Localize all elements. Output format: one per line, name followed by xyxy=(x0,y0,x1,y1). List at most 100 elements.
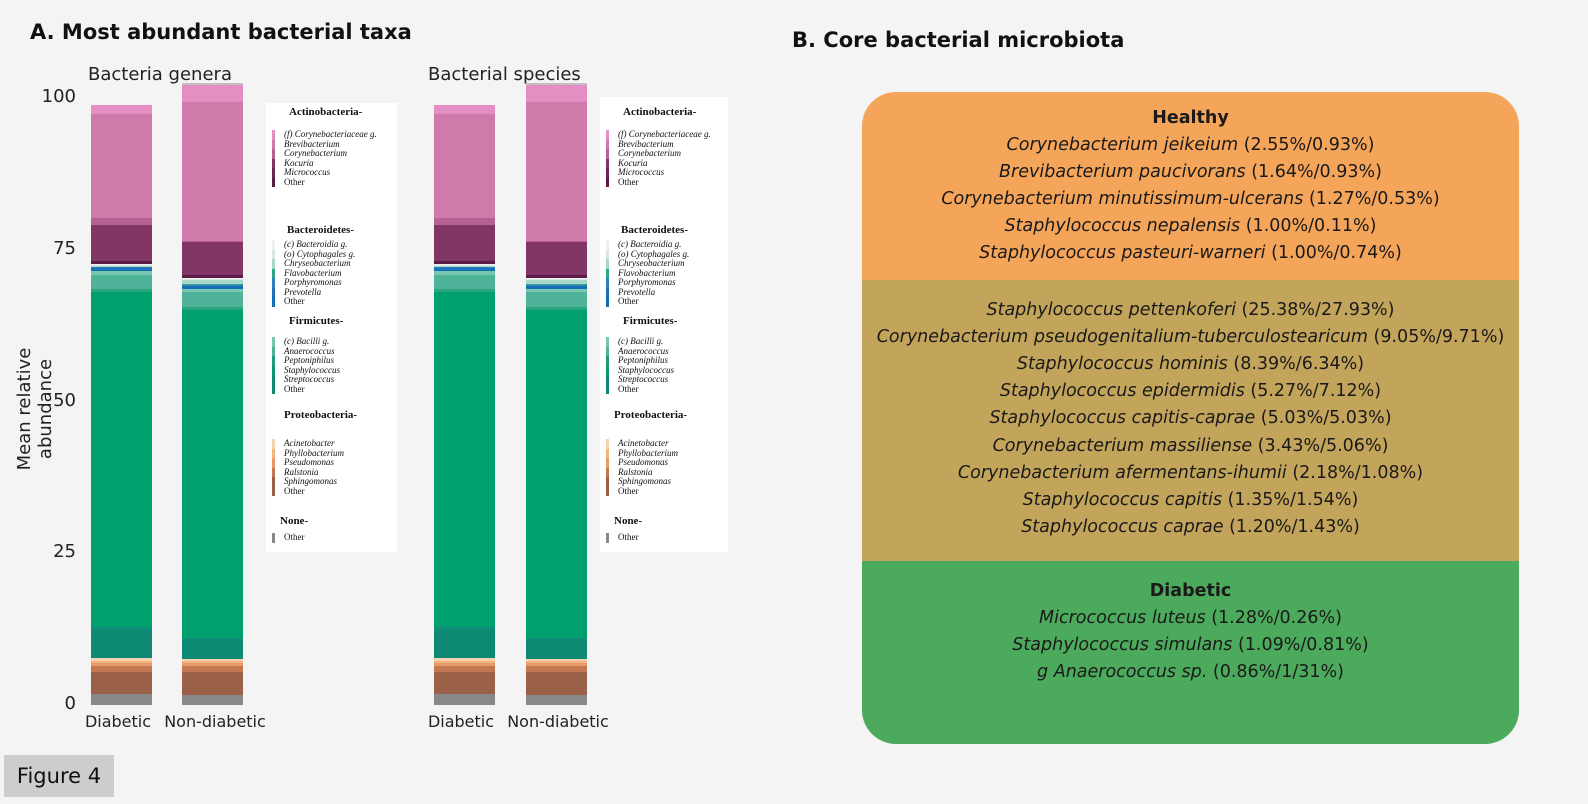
bar-segment xyxy=(526,671,587,696)
legend-swatch xyxy=(272,249,275,259)
bar-segment xyxy=(526,306,587,310)
legend-swatch xyxy=(272,297,275,307)
legend-item: Other xyxy=(618,485,639,496)
abundance-value: (1.00%/0.74%) xyxy=(1265,243,1402,264)
legend-item: Micrococcus xyxy=(284,167,331,177)
bar-segment xyxy=(91,265,152,267)
legend-genera: Actinobacteria-(f) Corynebacteriaceae g.… xyxy=(266,103,397,552)
abundance-value: (8.39%/6.34%) xyxy=(1227,354,1365,375)
legend-swatch xyxy=(272,365,275,375)
bar-segment xyxy=(434,666,495,673)
species-name: Staphylococcus epidermidis xyxy=(999,381,1245,402)
abundance-value: (1.00%/0.11%) xyxy=(1240,216,1377,237)
species-subtitle: Bacterial species xyxy=(428,64,581,85)
abundance-value: (2.18%/1.08%) xyxy=(1286,462,1424,483)
legend-group-heading: Firmicutes- xyxy=(623,315,678,327)
abundance-value: (5.27%/7.12%) xyxy=(1244,381,1382,402)
legend-swatch xyxy=(606,477,609,487)
legend-swatch xyxy=(272,346,275,356)
core-species-line: Brevibacterium paucivorans (1.64%/0.93%) xyxy=(862,162,1519,182)
abundance-value: (1.27%/0.53%) xyxy=(1303,189,1440,210)
species-name: g Anaerococcus sp. xyxy=(1037,662,1208,683)
core-species-line: Corynebacterium pseudogenitalium-tubercu… xyxy=(862,327,1519,347)
bar-segment xyxy=(434,275,495,289)
legend-swatch xyxy=(606,130,609,140)
bar-segment xyxy=(91,672,152,695)
legend-swatch xyxy=(606,346,609,356)
legend-swatch xyxy=(272,384,275,394)
legend-item: Other xyxy=(284,383,305,394)
bar-segment xyxy=(526,309,587,638)
legend-swatch xyxy=(272,130,275,140)
legend-species: Actinobacteria-(f) Corynebacteriaceae g.… xyxy=(600,97,728,552)
abundance-value: (9.05%/9.71%) xyxy=(1367,327,1505,348)
bar-segment xyxy=(91,264,152,266)
legend-swatch xyxy=(272,486,275,496)
bar-segment xyxy=(91,261,152,265)
bar-segment xyxy=(182,275,243,279)
panel-b-title: B. Core bacterial microbiota xyxy=(792,28,1125,52)
bar-segment xyxy=(526,82,587,85)
x-label-nondiabetic-species: Non-diabetic xyxy=(507,712,609,731)
species-name: Staphylococcus simulans xyxy=(1012,635,1233,656)
legend-item: Sphingomonas xyxy=(618,476,672,486)
legend-item: Kocuria xyxy=(618,157,648,168)
legend-swatch xyxy=(606,149,609,159)
bar-segment xyxy=(182,306,243,310)
bar-segment xyxy=(91,666,152,673)
legend-swatch xyxy=(272,533,275,543)
legend-swatch xyxy=(606,533,609,543)
bar-segment xyxy=(182,284,243,287)
genera-subtitle: Bacteria genera xyxy=(88,64,232,85)
bar-segment xyxy=(434,663,495,667)
legend-swatch xyxy=(606,139,609,149)
bar-segment xyxy=(91,104,152,114)
legend-swatch xyxy=(606,439,609,449)
bar-segment xyxy=(182,241,243,243)
species-name: Staphylococcus pettenkoferi xyxy=(986,300,1236,320)
abundance-value: (1.64%/0.93%) xyxy=(1245,162,1382,183)
legend-swatch xyxy=(606,458,609,468)
bar-segment xyxy=(182,661,243,664)
legend-swatch xyxy=(606,375,609,385)
legend-swatch xyxy=(272,139,275,149)
legend-item: Acinetobacter xyxy=(284,438,335,448)
species-name: Staphylococcus caprae xyxy=(1021,516,1224,537)
legend-item: Acinetobacter xyxy=(618,438,669,448)
x-label-diabetic-species: Diabetic xyxy=(427,712,495,731)
legend-item: (o) Cytophagales g. xyxy=(618,248,690,259)
bar-segment xyxy=(91,218,152,225)
legend-item: Phyllobacterium xyxy=(284,447,344,458)
bar-segment xyxy=(182,278,243,279)
core-species-line: Staphylococcus capitis (1.35%/1.54%) xyxy=(862,490,1519,510)
core-species-line: Corynebacterium afermentans-ihumii (2.18… xyxy=(862,463,1519,483)
legend-swatch xyxy=(606,287,609,297)
legend-item: Other xyxy=(618,383,639,394)
x-label-diabetic-genera: Diabetic xyxy=(84,712,152,731)
legend-group-heading: Bacteroidetes- xyxy=(287,224,354,236)
legend-item: Flavobacterium xyxy=(618,267,676,278)
legend-item: Sphingomonas xyxy=(284,476,338,486)
bar-segment xyxy=(182,278,243,280)
legend-item: Kocuria xyxy=(284,157,314,168)
legend-item: Anaerococcus xyxy=(618,345,669,356)
legend-item: Other xyxy=(618,532,639,542)
legend-group-heading: Actinobacteria- xyxy=(623,106,697,118)
legend-item: Peptoniphilus xyxy=(618,355,668,365)
bar-segment xyxy=(434,104,495,114)
figure-label: Figure 4 xyxy=(4,755,114,797)
bar-segment xyxy=(182,663,243,667)
legend-swatch xyxy=(606,384,609,394)
legend-swatch xyxy=(272,375,275,385)
legend-swatch xyxy=(272,467,275,477)
legend-swatch xyxy=(272,259,275,269)
bar-segment xyxy=(526,284,587,285)
bar-segment xyxy=(526,101,587,242)
legend-item: Corynebacterium xyxy=(618,148,681,158)
legend-group-heading: Actinobacteria- xyxy=(289,106,363,118)
legend-item: (c) Bacteroidia g. xyxy=(284,239,348,249)
legend-swatch xyxy=(606,337,609,347)
abundance-value: (1.09%/0.81%) xyxy=(1232,635,1369,656)
legend-group-heading: Bacteroidetes- xyxy=(621,224,688,236)
core-species-line: Corynebacterium jeikeium (2.55%/0.93%) xyxy=(862,135,1519,155)
